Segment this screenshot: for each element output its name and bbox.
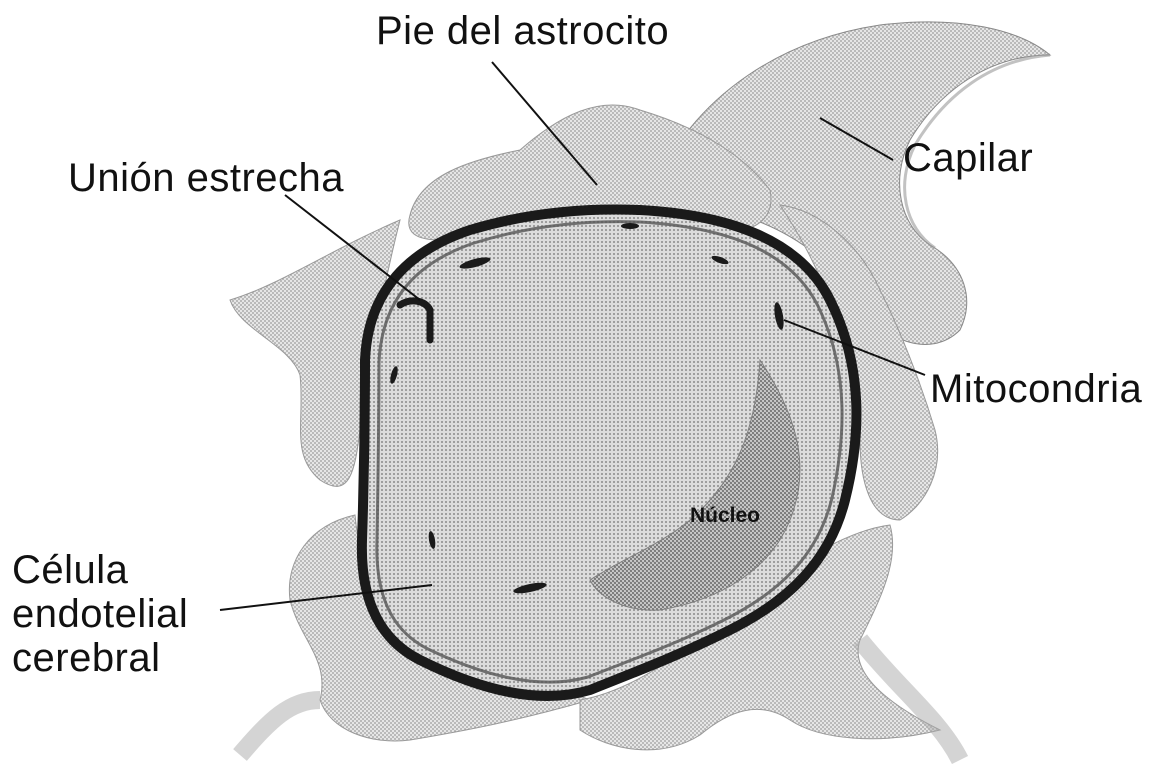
mitochondrion — [621, 223, 639, 229]
label-endothelial-line-2: endotelial — [12, 592, 188, 636]
label-capillary: Capilar — [903, 135, 1033, 181]
label-astrocyte-foot: Pie del astrocito — [376, 8, 669, 54]
label-tight-junction: Unión estrecha — [68, 155, 344, 201]
label-endothelial-line-3: cerebral — [12, 636, 188, 680]
label-endothelial-cell: Célula endotelial cerebral — [12, 548, 188, 680]
label-nucleus: Núcleo — [690, 504, 760, 528]
label-mitochondria: Mitocondria — [930, 366, 1142, 412]
label-endothelial-line-1: Célula — [12, 548, 188, 592]
